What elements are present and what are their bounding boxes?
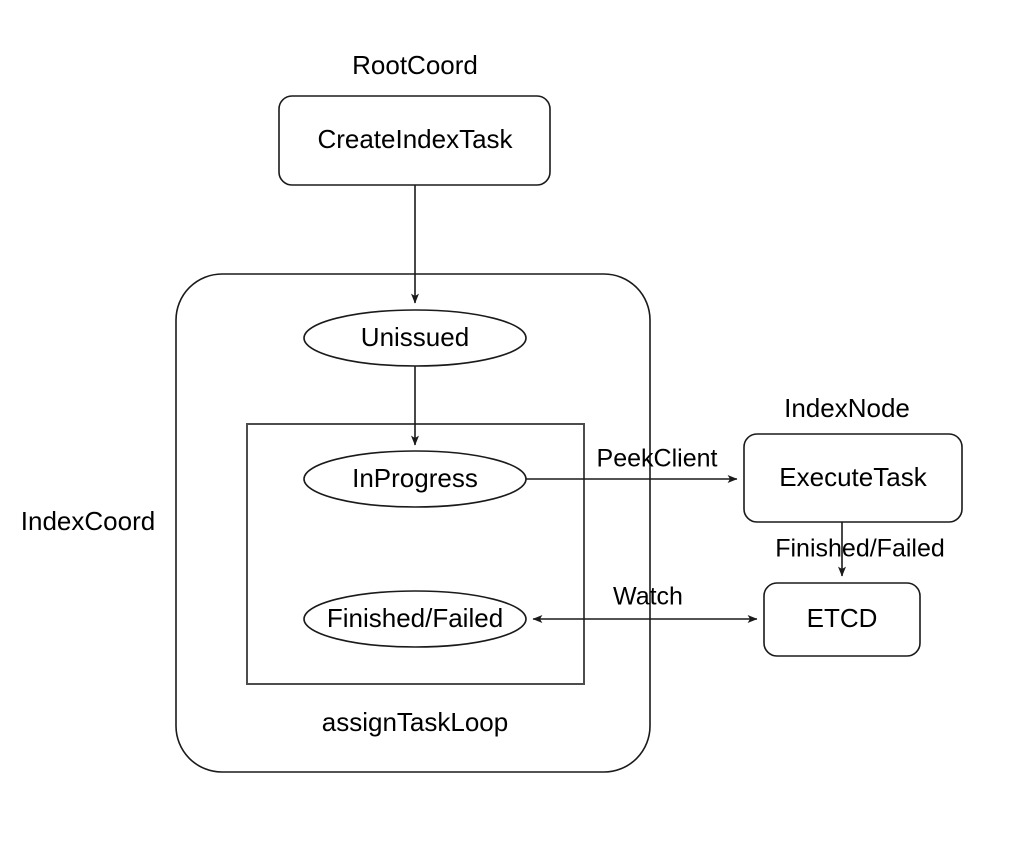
unissued-label: Unissued bbox=[361, 322, 469, 352]
node-etcd[interactable]: ETCD bbox=[763, 582, 921, 657]
edge-label-finished-failed: Finished/Failed bbox=[775, 535, 945, 563]
node-inprogress[interactable]: InProgress bbox=[303, 450, 527, 508]
edge-label-peekclient: PeekClient bbox=[597, 445, 718, 473]
etcd-box[interactable] bbox=[763, 582, 921, 657]
inprogress-label: InProgress bbox=[352, 463, 478, 493]
indexcoord-label: IndexCoord bbox=[21, 506, 155, 536]
etcd-label: ETCD bbox=[807, 603, 878, 633]
create-index-task-box[interactable] bbox=[278, 95, 551, 186]
create-index-task-label: CreateIndexTask bbox=[317, 124, 513, 154]
inprogress-ellipse[interactable] bbox=[303, 450, 527, 508]
edge-label-watch: Watch bbox=[613, 583, 683, 611]
rootcoord-label: RootCoord bbox=[352, 50, 478, 80]
node-unissued[interactable]: Unissued bbox=[303, 309, 527, 367]
group-indexcoord: IndexCoord bbox=[21, 273, 651, 773]
execute-task-label: ExecuteTask bbox=[779, 462, 927, 492]
assigntaskloop-label: assignTaskLoop bbox=[322, 707, 508, 737]
indexcoord-boundary bbox=[175, 273, 651, 773]
node-create-index-task[interactable]: CreateIndexTask bbox=[278, 95, 551, 186]
finished-failed-label: Finished/Failed bbox=[327, 603, 503, 633]
indexnode-label: IndexNode bbox=[784, 393, 910, 423]
execute-task-box[interactable] bbox=[743, 433, 963, 523]
finished-failed-ellipse[interactable] bbox=[303, 590, 527, 648]
unissued-ellipse[interactable] bbox=[303, 309, 527, 367]
node-execute-task[interactable]: ExecuteTask bbox=[743, 433, 963, 523]
node-finished-failed-state[interactable]: Finished/Failed bbox=[303, 590, 527, 648]
